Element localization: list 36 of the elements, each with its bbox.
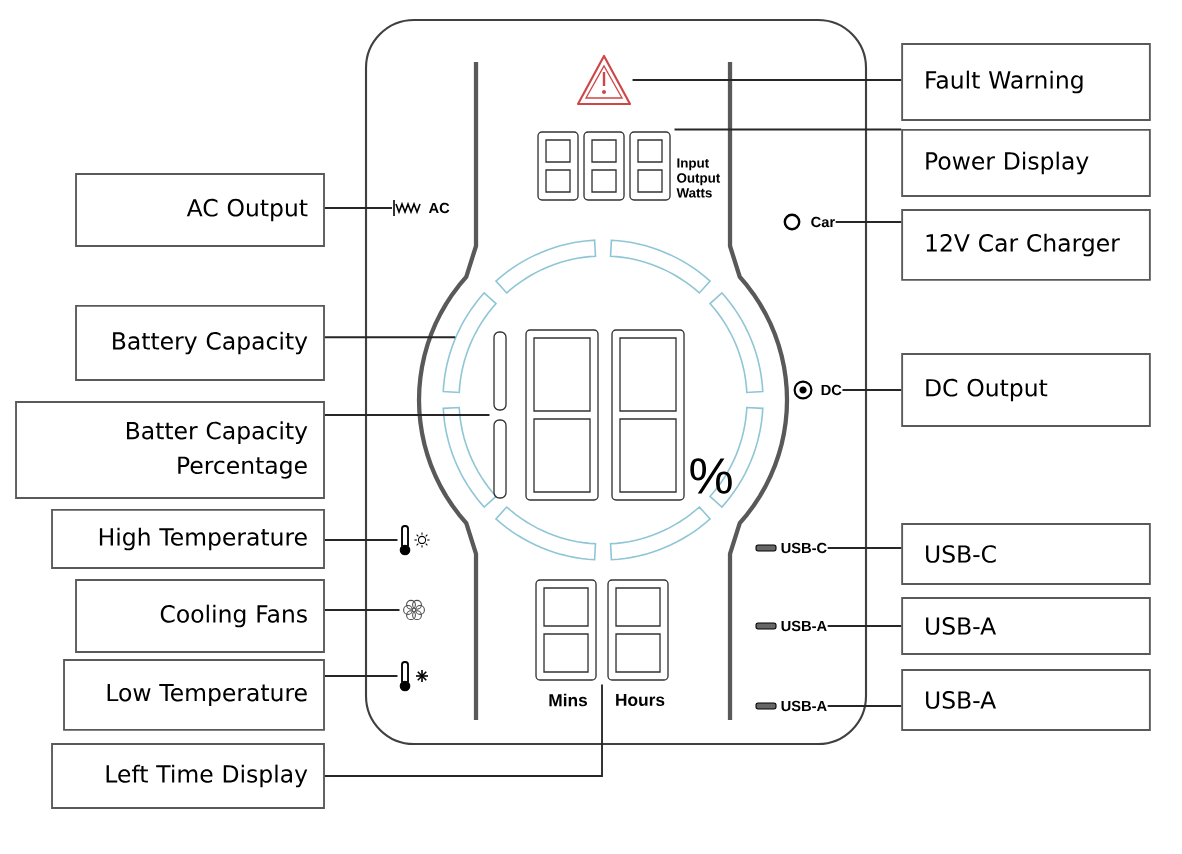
leader-line: [631, 79, 903, 81]
callout-box: 12V Car Charger: [901, 209, 1151, 281]
callout-box: High Temperature: [51, 508, 325, 569]
callout-box: Left Time Display: [51, 743, 325, 809]
callout-box: Cooling Fans: [75, 579, 325, 653]
leader-line: [841, 389, 903, 391]
leader-line: [324, 675, 399, 677]
leader-line: [324, 414, 491, 416]
leader-line: [826, 705, 903, 707]
leader-line: [673, 128, 903, 131]
callout-box: Battery Capacity: [75, 305, 325, 381]
ring-display: [442, 239, 764, 561]
unit-label: Mins: [549, 693, 588, 707]
thermometer-icon: [399, 525, 431, 556]
callout-box: Low Temperature: [63, 659, 325, 731]
percent-sign: %: [690, 458, 732, 494]
fan-icon: [403, 599, 425, 621]
leader-line: [826, 625, 903, 627]
leader-line: [834, 221, 903, 223]
callout-box: USB-A: [901, 669, 1151, 731]
leader-line: [324, 683, 603, 777]
callout-box: Batter Capacity Percentage: [15, 401, 325, 499]
callout-box: AC Output: [75, 173, 325, 247]
leader-line: [324, 336, 457, 339]
callout-box: USB-A: [901, 597, 1151, 655]
leader-line: [826, 547, 903, 549]
leader-line: [324, 539, 399, 541]
callout-box: USB-C: [901, 523, 1151, 585]
thermometer-icon: [399, 661, 429, 692]
leader-line: [324, 207, 393, 209]
callout-box: DC Output: [901, 353, 1151, 427]
leader-line: [324, 609, 401, 611]
callout-box: Fault Warning: [901, 43, 1151, 121]
warning-icon: [576, 54, 632, 106]
unit-label: Hours: [616, 693, 665, 707]
callout-box: Power Display: [901, 129, 1151, 197]
